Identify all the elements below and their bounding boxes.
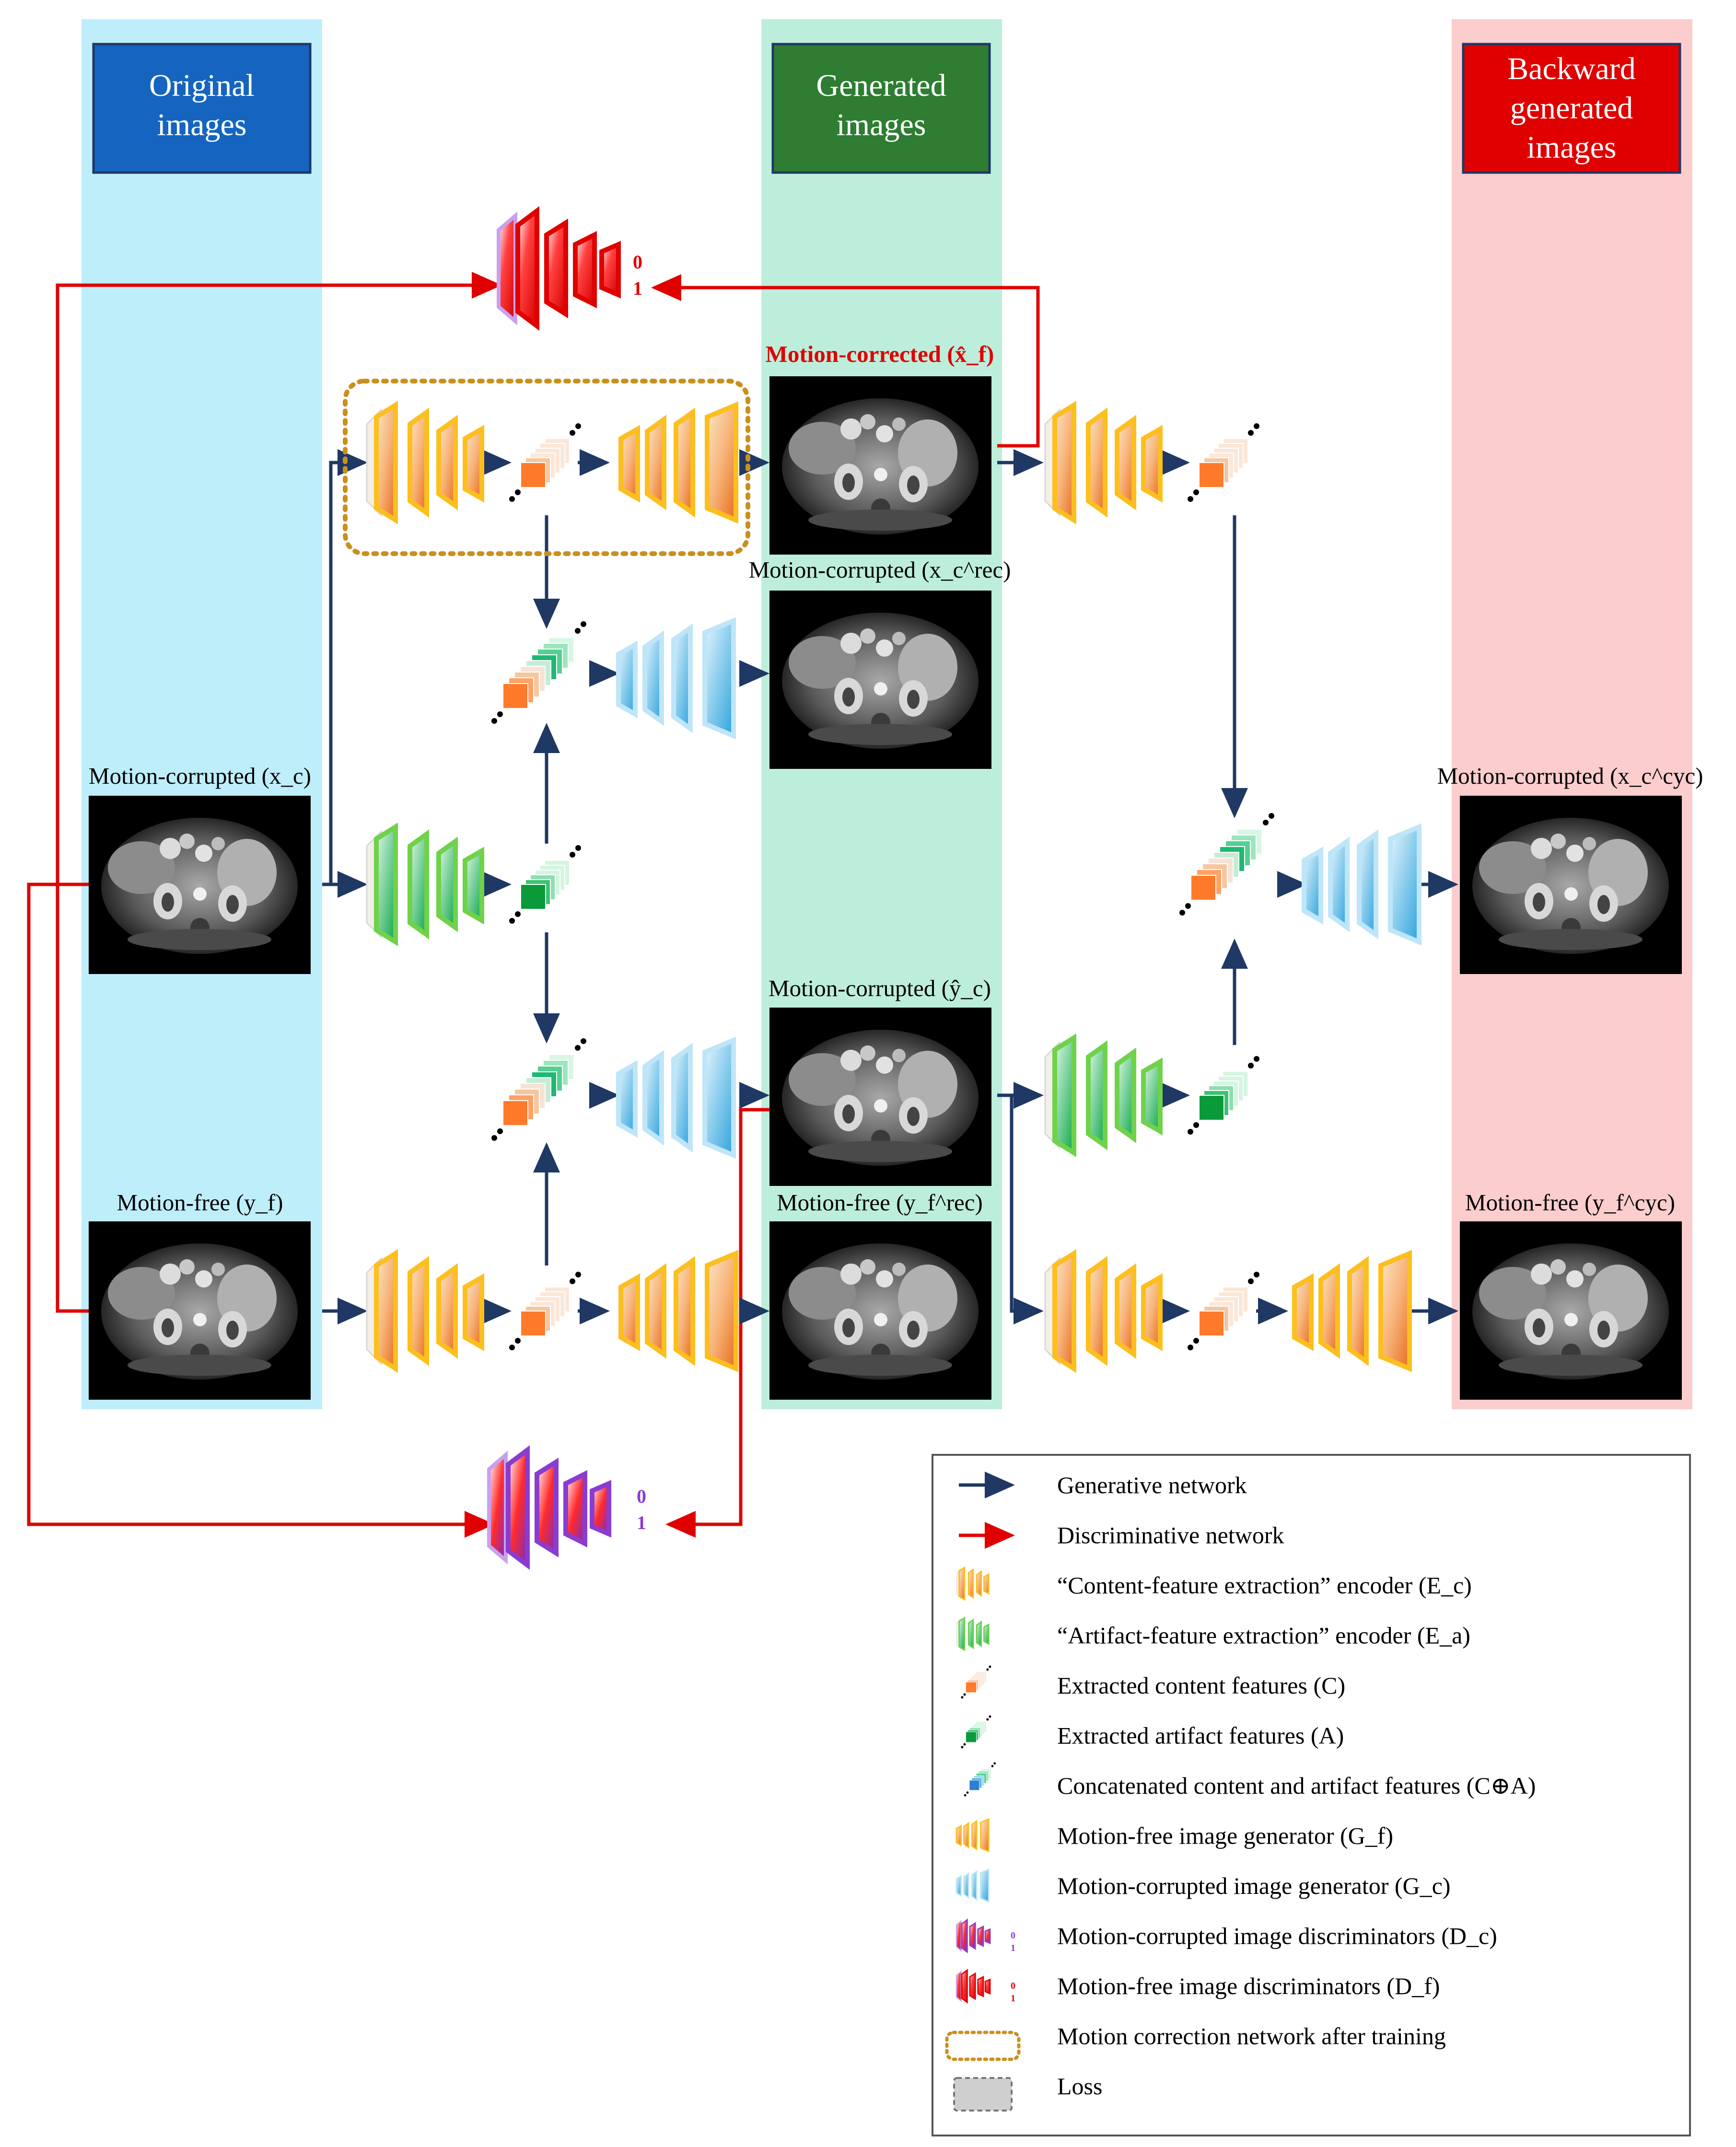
legend-item-dashed-box: Motion correction network after training <box>1057 2023 1446 2050</box>
red-arrow-xhatf-to-df <box>651 274 1040 448</box>
legend-item-artifact-encoder: “Artifact-feature extraction” encoder (E… <box>1057 1622 1470 1649</box>
label-xccyc: Motion-corrupted (x_c^cyc) <box>1437 763 1703 789</box>
content-encoder-1 <box>367 405 482 520</box>
legend-item-discriminative-arrow: Discriminative network <box>1057 1522 1284 1549</box>
legend-free-discriminator-icon: 0 1 <box>955 1969 1015 2004</box>
content-features-4 <box>1187 1271 1260 1351</box>
legend-box <box>932 1454 1691 2136</box>
legend-item-content-features: Extracted content features (C) <box>1057 1672 1345 1699</box>
legend-dashed-box-icon <box>945 2031 1021 2061</box>
content-features-1 <box>509 423 582 502</box>
column-backward-bg <box>1452 19 1692 1409</box>
free-generator-2 <box>621 1253 736 1369</box>
artifact-encoder-2 <box>1045 1038 1160 1153</box>
column-original-bg <box>82 19 322 1409</box>
corrupt-generator-2 <box>618 1040 734 1155</box>
corrupt-discriminator-bottom: 0 1 <box>489 1450 646 1565</box>
red-arrow-yf-to-dc <box>27 882 495 1538</box>
free-discriminator-top: 0 1 <box>499 211 642 326</box>
legend-corrupt-discriminator-icon: 0 1 <box>955 1919 1015 1953</box>
red-arrow-xc-to-df <box>56 272 502 886</box>
legend-item-corrupt-discriminator: Motion-corrupted image discriminators (D… <box>1057 1923 1497 1950</box>
arrow-yhatc-to-ec4 <box>1010 1095 1044 1324</box>
legend-item-corrupt-generator: Motion-corrupted image generator (G_c) <box>1057 1872 1451 1899</box>
image-xhatf <box>769 376 991 555</box>
label-xc: Motion-corrupted (x_c) <box>89 763 311 789</box>
label-yhatc: Motion-corrupted (ŷ_c) <box>769 975 991 1001</box>
discriminative-connections <box>27 272 1040 1538</box>
label-yfrec: Motion-free (y_f^rec) <box>777 1189 983 1216</box>
content-features-3 <box>1187 423 1260 502</box>
legend-item-generative-arrow: Generative network <box>1057 1472 1247 1498</box>
generative-connections <box>322 449 1458 1324</box>
legend-item-loss-box: Loss <box>1057 2073 1102 2100</box>
corrupt-generator-1 <box>618 621 734 736</box>
concat-features-3 <box>1179 812 1275 916</box>
corrupt-generator-3 <box>1304 827 1419 942</box>
free-generator-3 <box>1294 1253 1410 1369</box>
content-encoder-3 <box>1045 405 1160 520</box>
svg-text:1: 1 <box>1011 1943 1015 1953</box>
label-xcrec: Motion-corrupted (x_c^rec) <box>749 557 1011 583</box>
motion-correction-box <box>343 379 750 556</box>
image-xcrec <box>769 591 991 769</box>
label-xhatf: Motion-corrected (x̂_f) <box>766 341 994 367</box>
legend-item-artifact-features: Extracted artifact features (A) <box>1057 1722 1344 1749</box>
legend: 0 1 0 1 Generative networkDiscriminative… <box>932 1454 1691 2136</box>
svg-text:0: 0 <box>633 251 642 273</box>
image-yfcyc <box>1460 1221 1682 1400</box>
content-encoder-4 <box>1045 1253 1160 1369</box>
image-xc <box>89 796 311 974</box>
artifact-features-2 <box>1187 1056 1260 1135</box>
legend-item-free-discriminator: Motion-free image discriminators (D_f) <box>1057 1973 1440 1999</box>
legend-item-concat-features: Concatenated content and artifact featur… <box>1057 1772 1536 1799</box>
artifact-encoder-1 <box>367 827 482 942</box>
svg-text:0: 0 <box>1011 1981 1015 1991</box>
arrow-xc-to-ec <box>329 449 368 884</box>
svg-text:1: 1 <box>637 1512 646 1533</box>
svg-text:0: 0 <box>637 1485 646 1507</box>
image-yhatc <box>769 1008 991 1186</box>
legend-item-content-encoder: “Content-feature extraction” encoder (E_… <box>1057 1572 1472 1599</box>
legend-item-free-generator: Motion-free image generator (G_f) <box>1057 1822 1393 1849</box>
concat-features-1 <box>491 621 587 724</box>
artifact-features-1 <box>509 845 582 924</box>
legend-loss-box-icon <box>953 2077 1013 2112</box>
label-yf: Motion-free (y_f) <box>117 1189 283 1216</box>
content-features-2 <box>509 1271 582 1351</box>
image-yf <box>89 1221 311 1400</box>
svg-text:1: 1 <box>1011 1993 1015 2004</box>
free-generator-1 <box>621 405 736 520</box>
concat-features-2 <box>491 1038 587 1141</box>
svg-text:0: 0 <box>1011 1930 1015 1941</box>
image-xccyc <box>1460 796 1682 974</box>
content-encoder-2 <box>367 1253 482 1369</box>
image-yfrec <box>769 1221 991 1400</box>
label-yfcyc: Motion-free (y_f^cyc) <box>1465 1189 1675 1216</box>
svg-text:1: 1 <box>633 278 642 299</box>
